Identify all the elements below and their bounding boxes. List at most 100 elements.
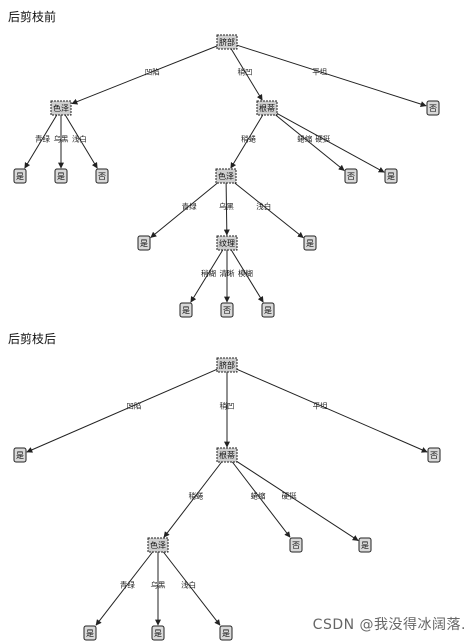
leaf-node: 是 bbox=[83, 625, 97, 641]
node-box bbox=[50, 100, 72, 116]
tree-edge bbox=[230, 114, 264, 169]
edge-label: 稍蜷 bbox=[188, 491, 203, 501]
tree-edge bbox=[163, 461, 223, 538]
node-label: 否 bbox=[429, 104, 437, 113]
node-box bbox=[261, 302, 275, 318]
feature-node: 纹理 bbox=[216, 235, 238, 251]
leaf-node: 否 bbox=[95, 168, 109, 184]
leaf-node: 是 bbox=[261, 302, 275, 318]
leaf-node: 是 bbox=[384, 168, 398, 184]
tree-edge bbox=[236, 461, 359, 541]
node-label: 否 bbox=[223, 306, 231, 315]
node-label: 是 bbox=[182, 306, 190, 315]
node-label: 是 bbox=[306, 239, 314, 248]
leaf-node: 是 bbox=[303, 235, 317, 251]
tree-edge bbox=[64, 114, 98, 169]
node-box bbox=[95, 168, 109, 184]
node-label: 根蒂 bbox=[259, 103, 275, 113]
node-box bbox=[137, 235, 151, 251]
node-box bbox=[83, 625, 97, 641]
node-box bbox=[54, 168, 68, 184]
tree-edge bbox=[190, 249, 224, 303]
node-label: 脐部 bbox=[219, 360, 235, 370]
node-box bbox=[303, 235, 317, 251]
leaf-node: 是 bbox=[151, 625, 165, 641]
edge-label: 浅白 bbox=[72, 134, 87, 144]
node-label: 否 bbox=[430, 451, 438, 460]
section-title-after: 后剪枝后 bbox=[8, 332, 57, 346]
tree-edge bbox=[236, 44, 427, 107]
leaf-node: 否 bbox=[289, 537, 303, 553]
node-box bbox=[13, 447, 27, 463]
node-label: 是 bbox=[222, 629, 230, 638]
node-label: 脐部 bbox=[219, 37, 235, 47]
node-label: 根蒂 bbox=[219, 450, 235, 460]
leaf-node: 否 bbox=[426, 100, 440, 116]
node-label: 是 bbox=[387, 172, 395, 181]
node-label: 是 bbox=[361, 541, 369, 550]
edge-label: 模糊 bbox=[238, 268, 253, 278]
edge-label: 浅白 bbox=[256, 201, 271, 211]
leaf-node: 是 bbox=[179, 302, 193, 318]
node-label: 是 bbox=[16, 172, 24, 181]
leaf-node: 是 bbox=[137, 235, 151, 251]
tree-edge bbox=[234, 182, 304, 238]
node-box bbox=[358, 537, 372, 553]
feature-node: 根蒂 bbox=[216, 447, 238, 463]
edge-label: 平坦 bbox=[312, 68, 327, 77]
tree-edge bbox=[230, 48, 263, 101]
section-title-before: 后剪枝前 bbox=[8, 10, 57, 24]
watermark: CSDN @我没得冰阔落. bbox=[312, 617, 466, 633]
leaf-node: 是 bbox=[54, 168, 68, 184]
feature-node: 根蒂 bbox=[256, 100, 278, 116]
node-box bbox=[289, 537, 303, 553]
leaf-node: 否 bbox=[344, 168, 358, 184]
feature-node: 脐部 bbox=[216, 357, 238, 373]
node-box bbox=[216, 34, 238, 50]
node-box bbox=[147, 537, 169, 553]
edge-label: 乌黑 bbox=[219, 201, 234, 211]
edge-label: 凹陷 bbox=[145, 67, 160, 77]
feature-node: 色泽 bbox=[50, 100, 72, 116]
edge-label: 青绿 bbox=[182, 201, 197, 211]
node-label: 是 bbox=[57, 172, 65, 181]
node-label: 色泽 bbox=[53, 103, 69, 113]
node-box bbox=[216, 447, 238, 463]
edge-label: 蜷缩 bbox=[251, 491, 266, 501]
node-box bbox=[13, 168, 27, 184]
node-box bbox=[344, 168, 358, 184]
node-box bbox=[427, 447, 441, 463]
tree-edge bbox=[95, 551, 153, 626]
edge-label: 青绿 bbox=[120, 580, 135, 590]
node-label: 否 bbox=[347, 172, 355, 181]
node-label: 色泽 bbox=[218, 171, 234, 181]
leaf-node: 否 bbox=[427, 447, 441, 463]
node-label: 否 bbox=[292, 541, 300, 550]
node-box bbox=[179, 302, 193, 318]
edge-label: 乌黑 bbox=[54, 134, 69, 144]
leaf-node: 否 bbox=[220, 302, 234, 318]
edge-label: 平坦 bbox=[313, 402, 328, 411]
edge-label: 硬挺 bbox=[315, 134, 330, 144]
leaf-node: 是 bbox=[358, 537, 372, 553]
node-label: 否 bbox=[98, 172, 106, 181]
tree-edge bbox=[150, 182, 218, 238]
node-box bbox=[256, 100, 278, 116]
tree-edge bbox=[275, 114, 345, 171]
node-label: 是 bbox=[86, 629, 94, 638]
edge-label: 硬挺 bbox=[282, 491, 297, 501]
leaf-node: 是 bbox=[13, 168, 27, 184]
node-label: 是 bbox=[154, 629, 162, 638]
edge-label: 稍凹 bbox=[220, 401, 235, 411]
leaf-node: 是 bbox=[13, 447, 27, 463]
feature-node: 色泽 bbox=[147, 537, 169, 553]
node-label: 色泽 bbox=[150, 540, 166, 550]
edge-label: 稍蜷 bbox=[241, 134, 256, 144]
node-box bbox=[151, 625, 165, 641]
feature-node: 脐部 bbox=[216, 34, 238, 50]
edge-label: 稍凹 bbox=[238, 67, 253, 77]
tree-edge bbox=[24, 114, 58, 169]
node-box bbox=[216, 357, 238, 373]
edge-label: 青绿 bbox=[35, 134, 50, 144]
tree-edge bbox=[223, 182, 230, 236]
